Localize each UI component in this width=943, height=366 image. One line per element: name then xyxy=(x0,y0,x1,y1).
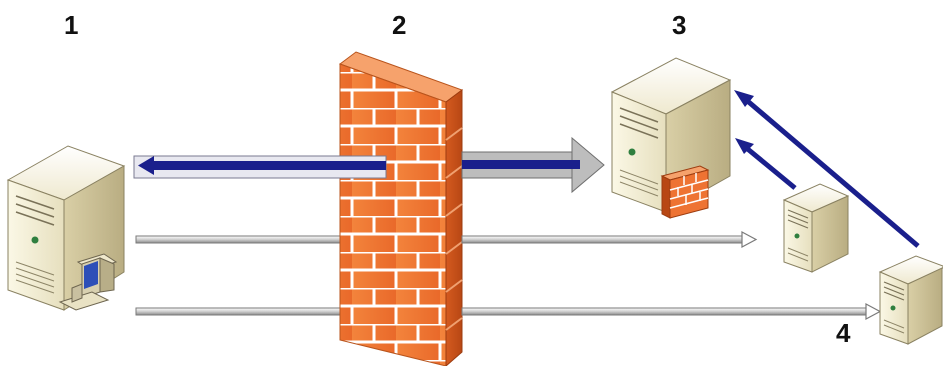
remote-server-b-icon xyxy=(878,255,943,345)
connection-line-2-right xyxy=(461,235,745,244)
firewall-label: 2 xyxy=(392,10,407,40)
server-with-firewall-icon xyxy=(610,57,732,219)
reverse-connection-arrows xyxy=(734,90,920,248)
client-label: 1 xyxy=(64,10,79,40)
blocked-return-arrow xyxy=(133,155,387,179)
remote-server-a-icon xyxy=(782,183,850,273)
connection-lines-right xyxy=(461,230,882,321)
outbound-arrow-to-server xyxy=(461,136,605,194)
client-computer-icon xyxy=(6,145,126,311)
remote-label: 4 xyxy=(836,318,851,348)
firewall-wall xyxy=(338,51,464,366)
connection-line-3-right xyxy=(461,307,871,316)
server-label: 3 xyxy=(672,10,687,40)
